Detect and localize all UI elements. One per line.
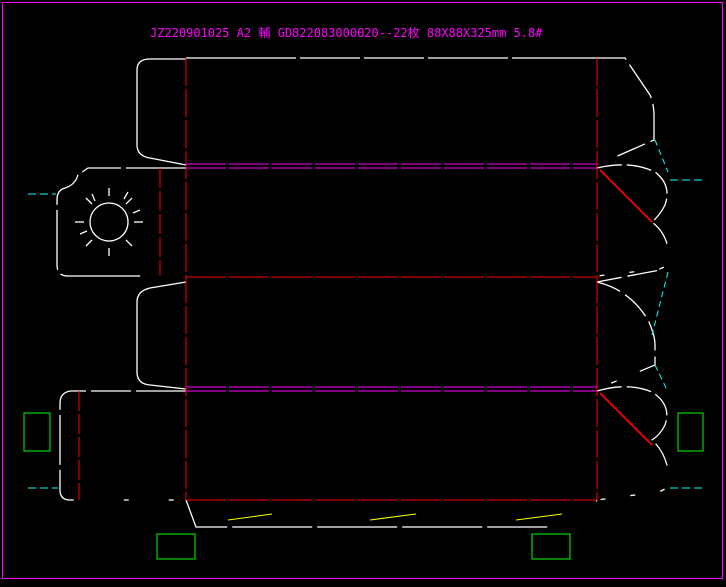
yellow-mark-2 [369,513,417,521]
bottom-flap [185,499,598,528]
right-flap-1 [596,164,669,277]
green-box-bottom-right [531,533,571,560]
yellow-mark-1 [227,513,273,521]
cyan-diag-3 [654,364,669,393]
right-flap-3 [596,386,669,501]
left-glue-tab [56,167,186,277]
cut-lines [56,57,669,528]
bottom-left-tab [59,390,186,501]
green-box-right [677,412,704,452]
red-creases [78,58,653,501]
diagonal-crease-lower [599,392,653,446]
cyan-diag-2 [651,271,669,336]
green-markers [23,412,704,560]
cyan-diag-1 [654,139,669,173]
drawing-frame [2,2,723,579]
magenta-creases [186,163,597,392]
sun-rays [75,188,143,256]
yellow-marks [227,513,563,521]
top-flap-outline [136,58,187,166]
yellow-mark-3 [515,513,563,521]
green-box-left [23,412,51,452]
green-box-bottom-left [156,533,196,560]
cyan-lines [28,139,702,489]
header-text: JZ220901025 A2 輔 GD822083000020--22枚 88X… [150,25,543,40]
top-right-flap [596,57,655,166]
middle-flap-outline [136,281,187,390]
sun-icon [89,202,129,242]
diagonal-crease-upper [599,169,653,223]
right-flap-2 [596,269,661,390]
